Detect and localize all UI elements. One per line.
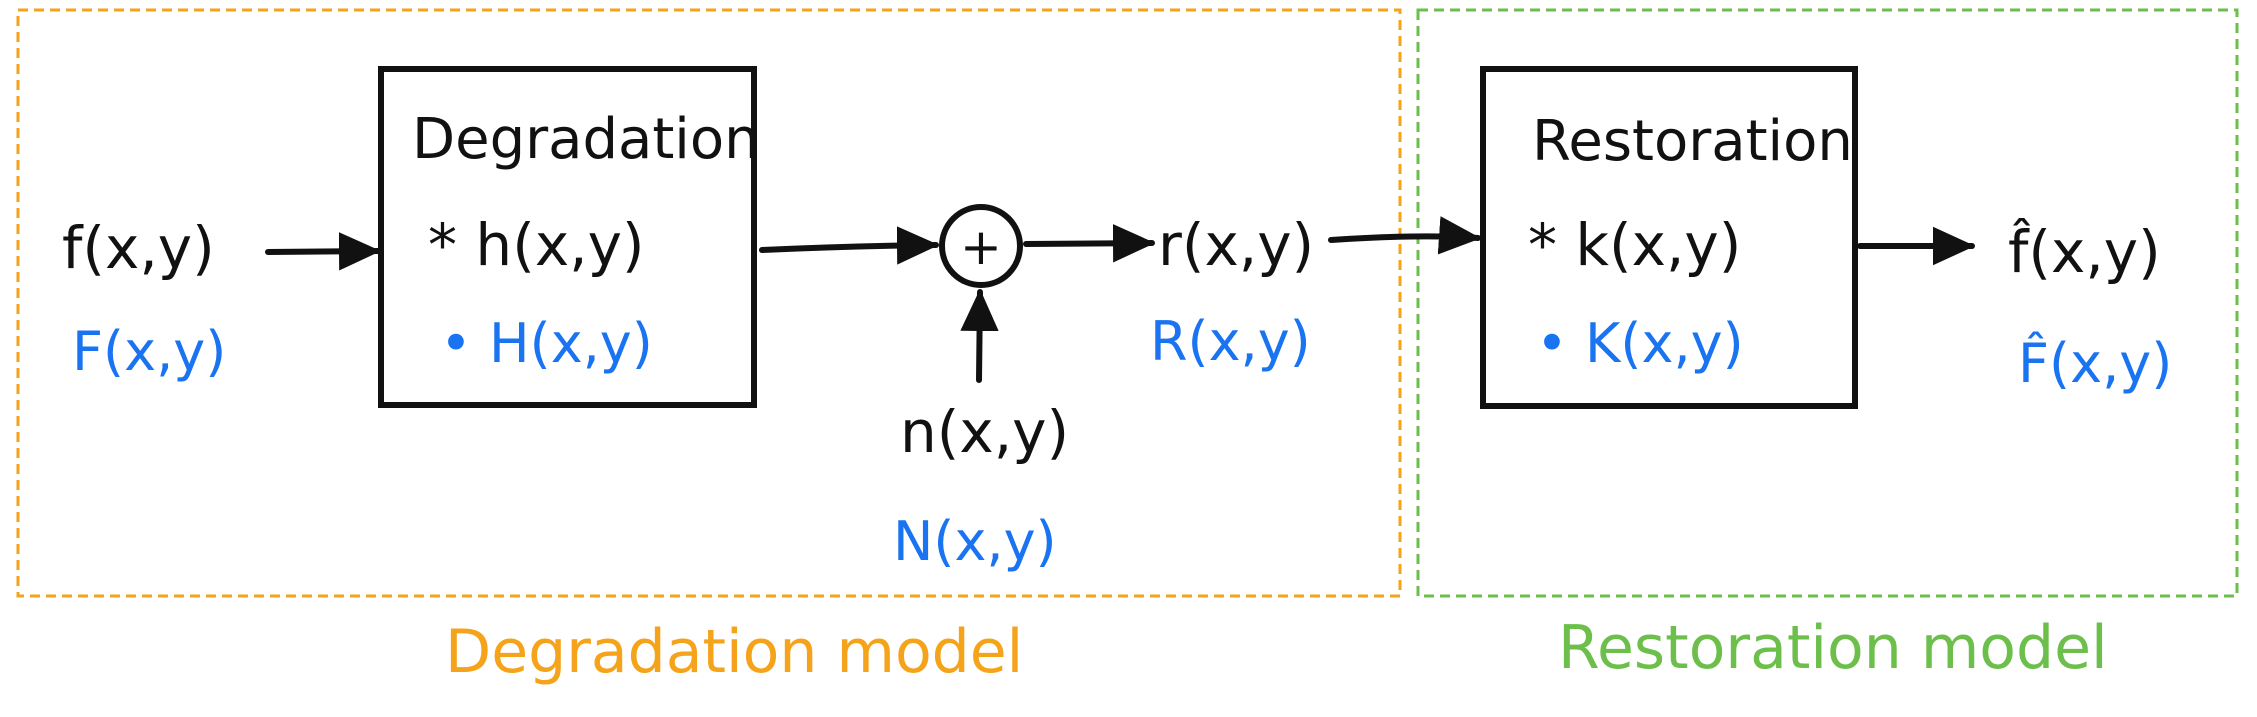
output-spatial-label: f̂(x,y) bbox=[2008, 217, 2161, 286]
restoration-model-label: Restoration model bbox=[1558, 613, 2108, 683]
noise-spatial-label: n(x,y) bbox=[900, 398, 1069, 466]
restoration-model-group bbox=[1416, 8, 2239, 598]
arrow-sum-to-degraded bbox=[1023, 224, 1155, 263]
input-spatial-label: f(x,y) bbox=[62, 214, 215, 282]
summing-junction: + bbox=[939, 204, 1023, 288]
degraded-frequency-label: R(x,y) bbox=[1150, 310, 1311, 373]
degradation-spatial-op: * h(x,y) bbox=[428, 211, 645, 279]
degraded-spatial-label: r(x,y) bbox=[1158, 211, 1314, 279]
arrow-degraded-to-restoration bbox=[1328, 216, 1481, 255]
summing-junction-symbol: + bbox=[960, 218, 1002, 276]
noise-frequency-label: N(x,y) bbox=[893, 510, 1057, 573]
arrow-noise-to-sum bbox=[960, 289, 999, 383]
input-frequency-label: F(x,y) bbox=[72, 320, 226, 383]
degradation-model-group bbox=[16, 8, 1402, 598]
restoration-spatial-op: * k(x,y) bbox=[1528, 211, 1741, 279]
degradation-frequency-op: • H(x,y) bbox=[440, 312, 653, 375]
arrow-input-to-degradation bbox=[265, 232, 381, 271]
degradation-block: Degradation * h(x,y) • H(x,y) bbox=[378, 66, 760, 408]
output-frequency-label: F̂(x,y) bbox=[2018, 332, 2172, 395]
restoration-block-title: Restoration bbox=[1532, 109, 1853, 174]
arrow-degradation-to-sum bbox=[759, 226, 939, 265]
degradation-model-label: Degradation model bbox=[445, 617, 1023, 687]
restoration-block: Restoration * k(x,y) • K(x,y) bbox=[1480, 66, 1858, 409]
restoration-frequency-op: • K(x,y) bbox=[1536, 312, 1744, 375]
degradation-block-title: Degradation bbox=[412, 107, 760, 172]
